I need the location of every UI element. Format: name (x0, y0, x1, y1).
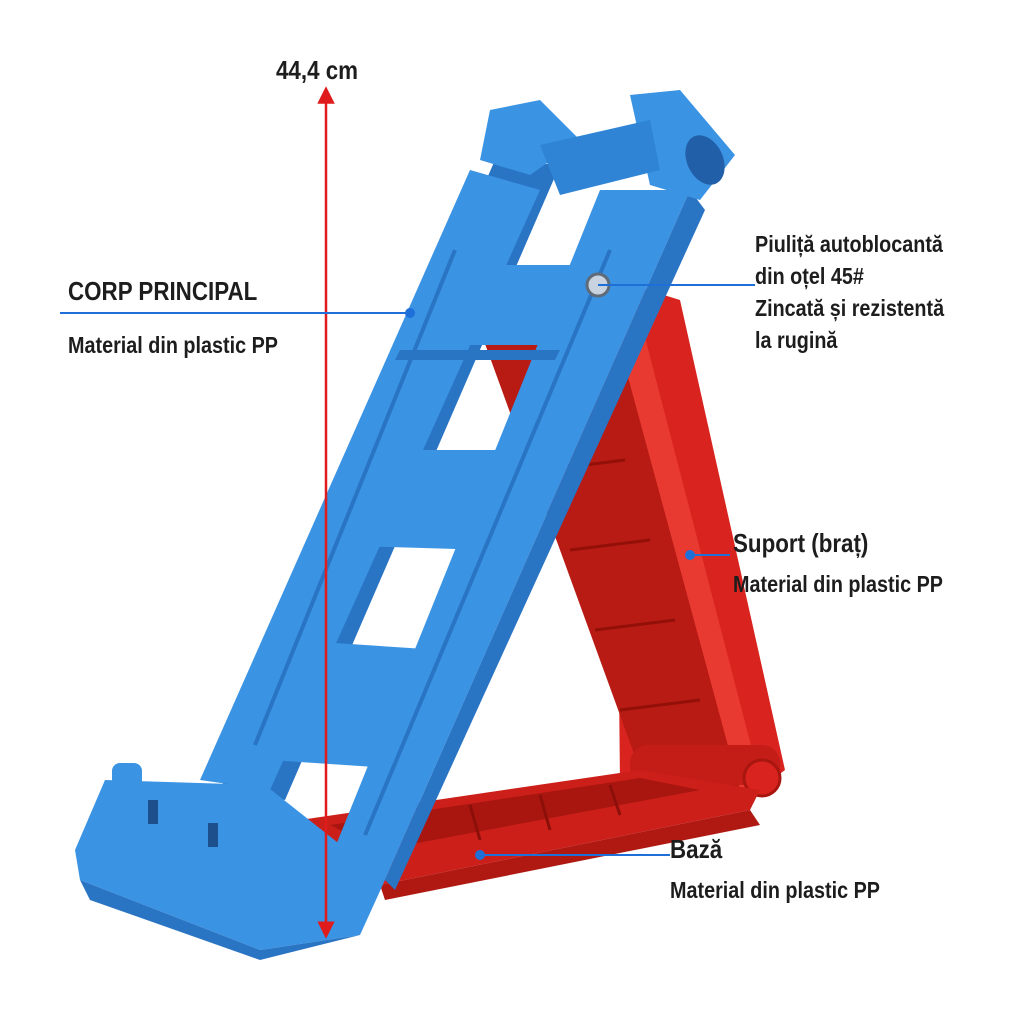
height-dimension-label: 44,4 cm (276, 55, 359, 85)
support-material: Material din plastic PP (733, 571, 943, 597)
support-leader-dot (685, 550, 695, 560)
corp-principal-material: Material din plastic PP (68, 332, 278, 358)
base-title: Bază (670, 834, 723, 864)
leader-lines (60, 284, 755, 856)
main-frame (75, 90, 735, 960)
base-leader-dot (475, 850, 485, 860)
corp-leader-dot (405, 308, 415, 318)
support-title: Suport (braț) (733, 528, 869, 558)
nut-callout-line: Zincată și rezistentă (755, 295, 945, 321)
nut-callout-line: la rugină (755, 327, 838, 353)
nut-callout-line: Piuliță autoblocantă (755, 231, 943, 257)
nut-callout-line: din oțel 45# (755, 263, 864, 289)
nut-callout: Piuliță autoblocantă din oțel 45# Zincat… (755, 228, 944, 356)
corp-principal-title: CORP PRINCIPAL (68, 276, 258, 306)
base-material: Material din plastic PP (670, 877, 880, 903)
